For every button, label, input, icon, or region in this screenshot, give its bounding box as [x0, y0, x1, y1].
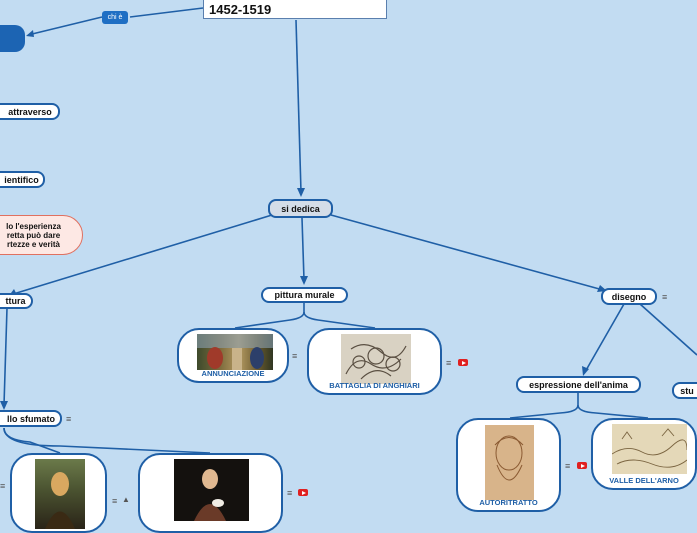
node-pittura-murale-label: pittura murale	[274, 290, 335, 300]
note-icon[interactable]: ≡	[287, 488, 293, 498]
node-si-dedica[interactable]: si dedica	[268, 199, 333, 218]
note-icon[interactable]: ≡	[662, 292, 668, 302]
node-espressione-anima[interactable]: espressione dell'anima	[516, 376, 641, 393]
node-studi[interactable]: stu	[672, 382, 697, 399]
image-node-battaglia[interactable]: BATTAGLIA DI ANGHIARI	[307, 328, 442, 395]
valle-arno-caption: VALLE DELL'ARNO	[609, 476, 679, 485]
gioconda-figure	[45, 472, 75, 529]
warning-icon[interactable]: ▲	[122, 495, 130, 504]
annunciazione-image	[197, 334, 273, 370]
node-pittura-label: ttura	[5, 296, 26, 306]
connector-lines	[0, 7, 697, 454]
gioconda-image	[35, 459, 85, 529]
node-esperienza-label: lo l'esperienza retta può dare rtezze e …	[6, 221, 61, 249]
battaglia-caption: BATTAGLIA DI ANGHIARI	[329, 381, 420, 390]
annunciazione-caption: ANNUNCIAZIONE	[201, 369, 265, 378]
autoritratto-image	[485, 425, 534, 500]
node-si-dedica-label: si dedica	[281, 203, 320, 214]
autoritratto-sketch	[494, 435, 524, 481]
image-node-valle-arno[interactable]: VALLE DELL'ARNO	[591, 418, 697, 490]
node-disegno[interactable]: disegno	[601, 288, 657, 305]
valle-arno-sketch	[612, 428, 687, 468]
battaglia-sketch	[345, 344, 407, 380]
node-scientifico-label: ientifico	[4, 174, 39, 185]
node-scientifico[interactable]: ientifico	[0, 171, 45, 188]
note-icon[interactable]: ≡	[0, 481, 6, 491]
note-icon[interactable]: ≡	[292, 351, 298, 361]
image-node-autoritratto[interactable]: AUTORITRATTO	[456, 418, 561, 512]
autoritratto-caption: AUTORITRATTO	[479, 498, 538, 507]
node-pittura-murale[interactable]: pittura murale	[261, 287, 348, 303]
note-icon[interactable]: ≡	[66, 414, 72, 424]
node-pittura[interactable]: ttura	[0, 293, 33, 309]
link-label-chi-e: chi è	[102, 11, 128, 24]
video-icon[interactable]	[298, 489, 308, 496]
node-studi-label: stu	[680, 385, 694, 396]
video-icon[interactable]	[577, 462, 587, 469]
node-sfumato-label: llo sfumato	[6, 413, 55, 424]
central-title[interactable]: 1452-1519	[203, 0, 387, 19]
video-icon[interactable]	[458, 359, 468, 366]
root-node-left[interactable]	[0, 25, 25, 52]
node-sfumato[interactable]: llo sfumato	[0, 410, 62, 427]
node-attraverso-label: attraverso	[8, 106, 52, 117]
node-espressione-label: espressione dell'anima	[529, 379, 628, 390]
battaglia-image	[341, 334, 411, 384]
note-icon[interactable]: ≡	[565, 461, 571, 471]
node-attraverso[interactable]: attraverso	[0, 103, 60, 120]
dama-ermellino-figure	[194, 469, 226, 521]
node-esperienza[interactable]: lo l'esperienza retta può dare rtezze e …	[0, 215, 83, 255]
image-node-annunciazione[interactable]: ANNUNCIAZIONE	[177, 328, 289, 383]
dama-ermellino-image	[174, 459, 249, 521]
image-node-gioconda[interactable]	[10, 453, 107, 533]
valle-arno-image	[612, 424, 687, 474]
title-years: 1452-1519	[209, 2, 272, 17]
image-node-dama-ermellino[interactable]	[138, 453, 283, 533]
note-icon[interactable]: ≡	[446, 358, 452, 368]
note-icon[interactable]: ≡	[112, 496, 118, 506]
annunciazione-figures	[197, 334, 273, 370]
node-disegno-label: disegno	[611, 291, 647, 302]
